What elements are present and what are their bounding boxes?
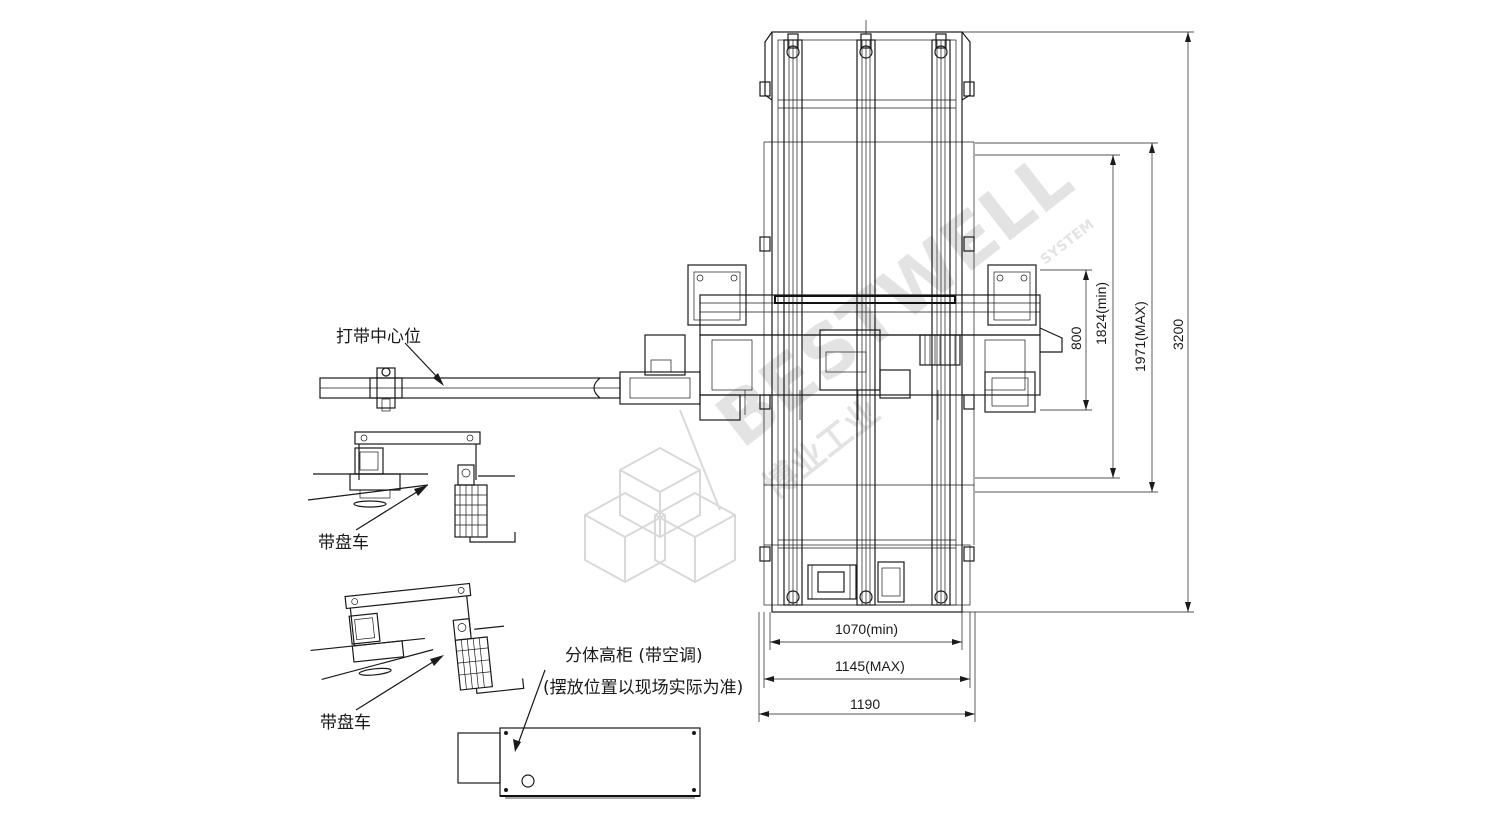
strapping-head [687,264,1063,421]
dim-height-min [975,154,1120,479]
label-reel-cart-2: 带盘车 [320,713,371,733]
dim-height-max-label: 1971(MAX) [1132,301,1148,372]
chain-track-right [931,33,951,606]
reel-cart-2 [310,582,525,694]
reel-cart-1 [307,431,516,543]
dim-height-800-label: 800 [1068,326,1084,350]
leader-reel-cart-2 [355,655,444,711]
label-cabinet-line1: 分体高柜 (带空调) [565,646,703,666]
leader-strapping-center [404,342,444,386]
leader-cabinet [513,669,546,752]
dim-width-total-label: 1190 [850,696,880,712]
watermark-brand: BESTWELL [701,135,1088,463]
watermark: BESTWELL SYSTEM 博业工业 [584,135,1097,584]
strapping-arm [319,334,701,412]
dim-width-max-label: 1145(MAX) [835,658,905,674]
dim-width-min [769,612,963,650]
watermark-cube-logo [584,446,736,584]
dim-height-max [975,142,1158,493]
dim-height-800 [1040,269,1092,411]
chain-track-left [783,33,803,606]
dim-width-max [763,612,971,688]
split-cabinet [457,727,701,799]
chain-track-center [856,20,876,606]
dim-height-min-label: 1824(min) [1093,282,1109,345]
dim-height-total [962,31,1194,613]
drive-motor [807,561,905,603]
label-strapping-center: 打带中心位 [336,327,421,347]
dim-width-min-label: 1070(min) [835,621,898,637]
dim-width-total [758,612,976,722]
label-reel-cart-1: 带盘车 [318,533,369,553]
leader-reel-cart-1 [355,485,428,531]
label-cabinet-line2: (摆放位置以现场实际为准) [543,678,743,698]
dim-height-total-label: 3200 [1170,319,1186,350]
